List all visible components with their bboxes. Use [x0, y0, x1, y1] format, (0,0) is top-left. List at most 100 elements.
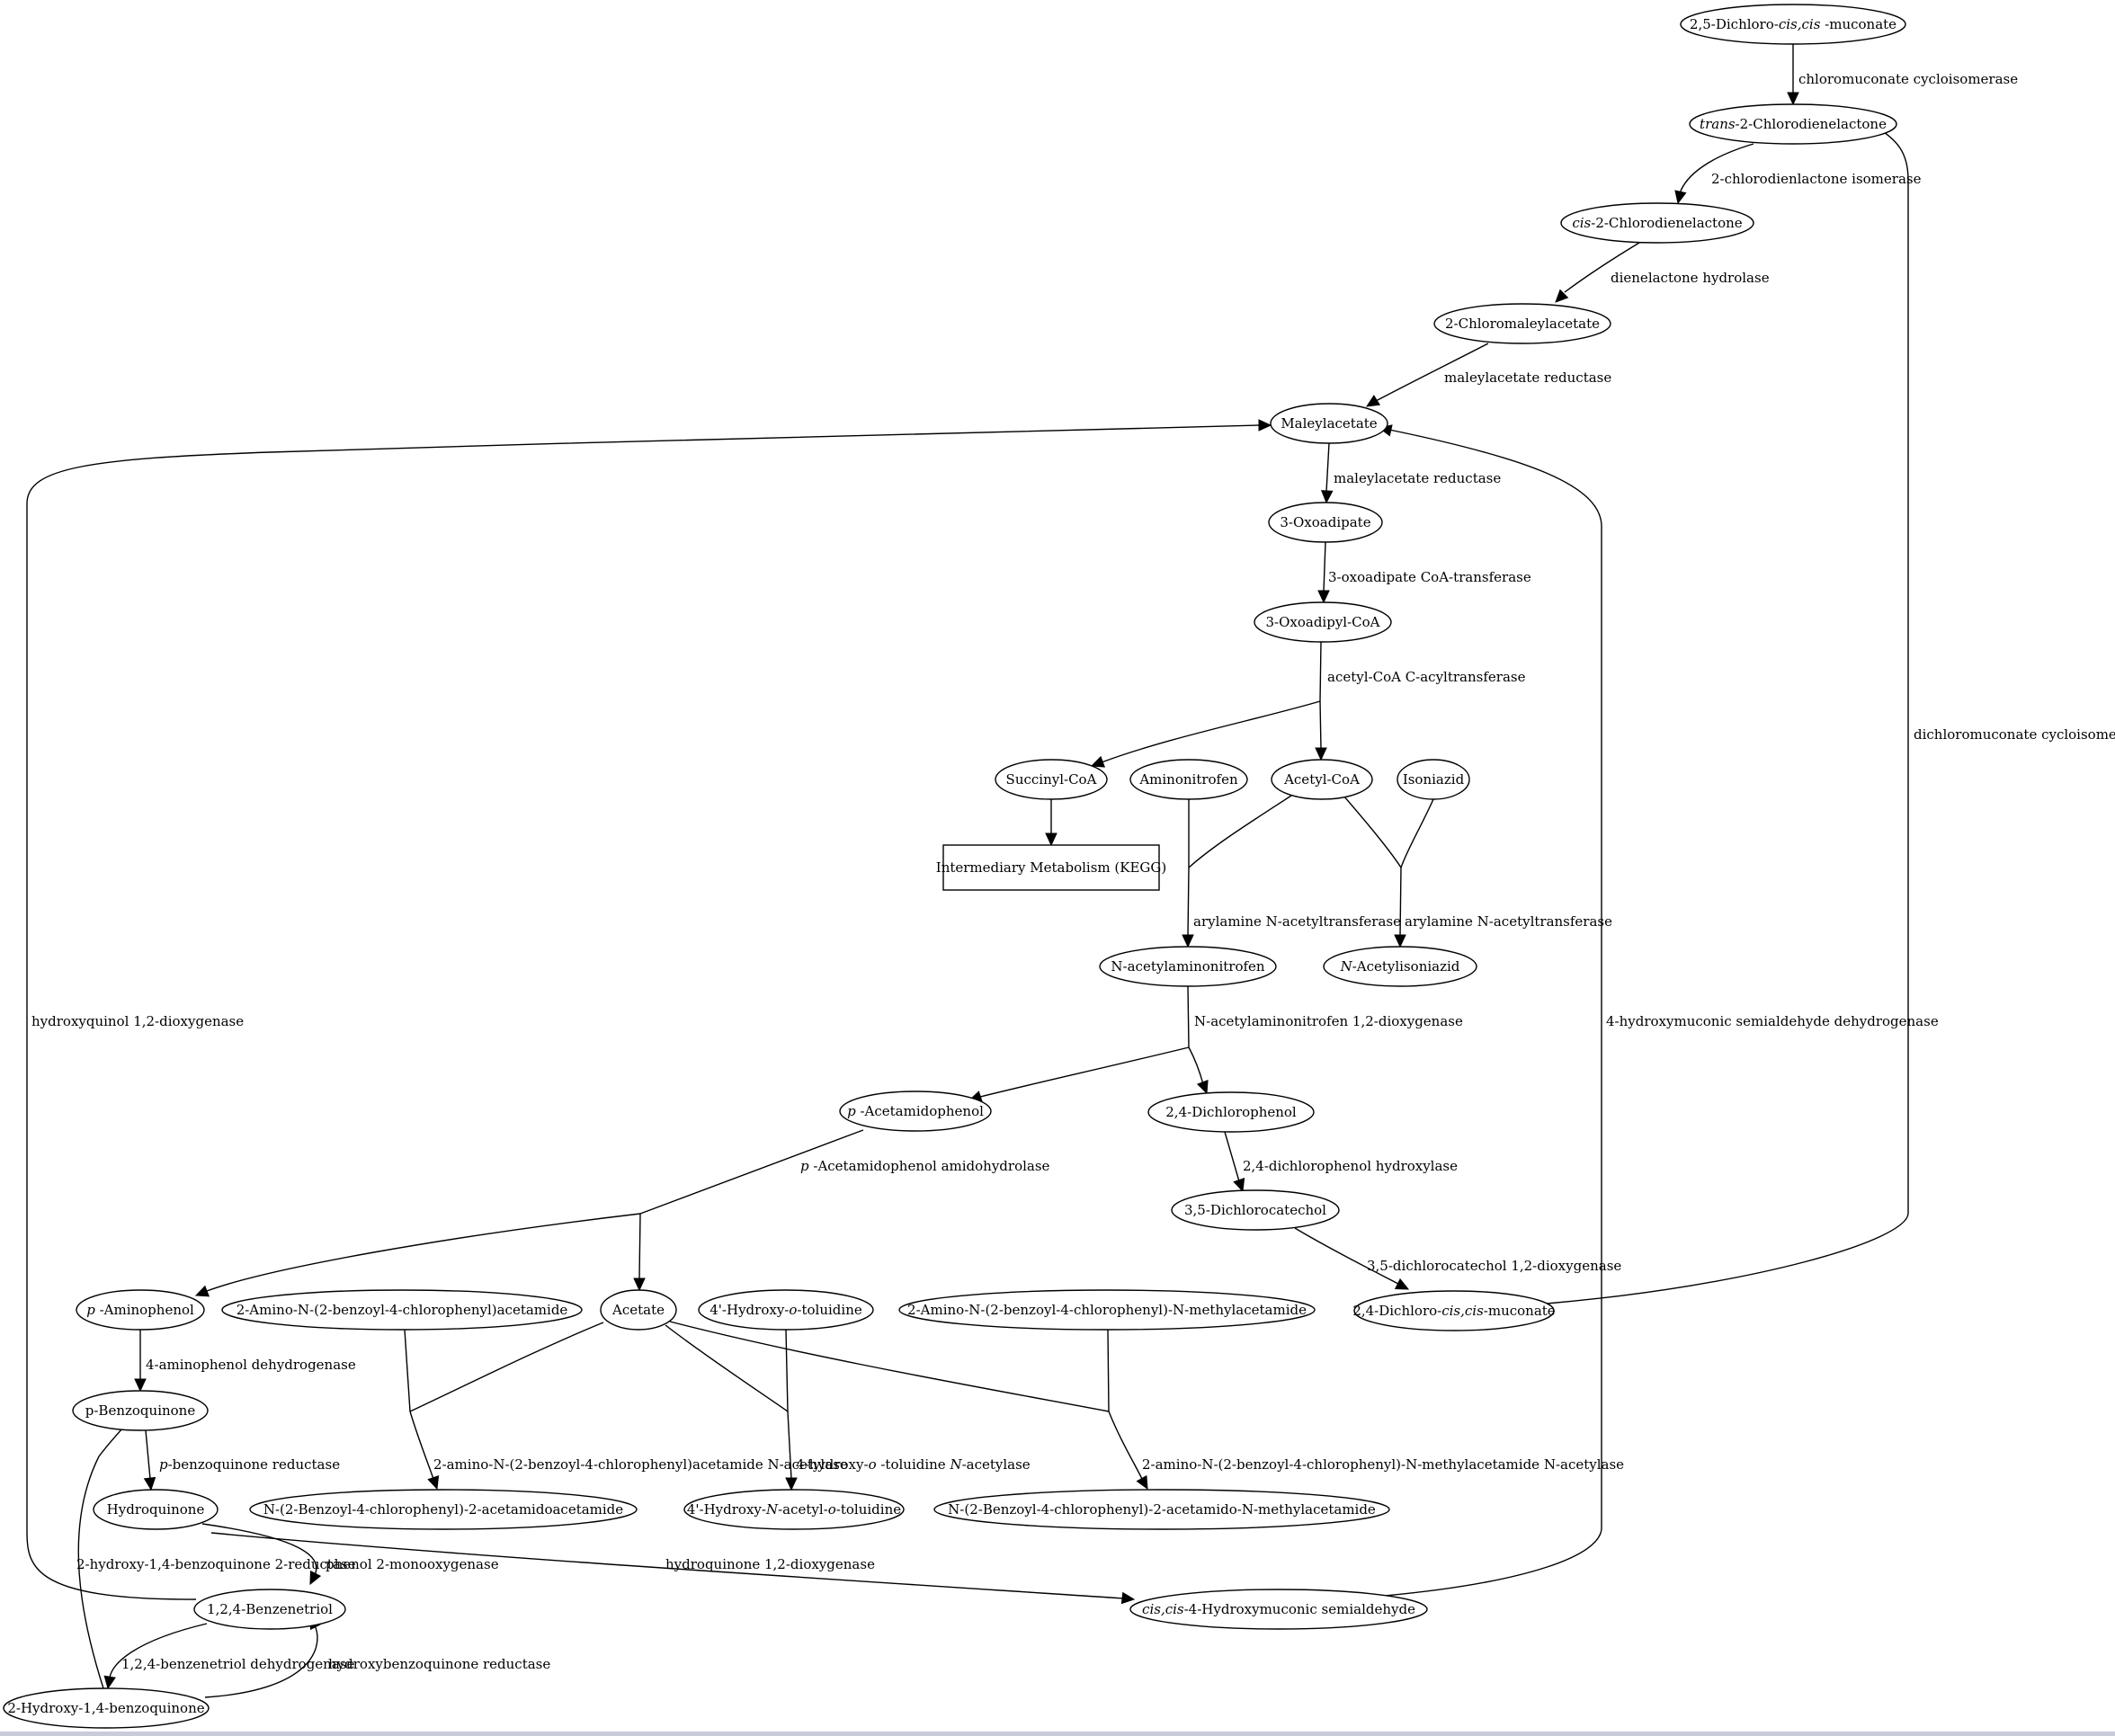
node-ellipse [1680, 4, 1906, 45]
edge-27 [145, 1429, 151, 1480]
node-label-text-part: Intermediary Metabolism (KEGG) [936, 859, 1166, 876]
node-n-acetylaminonitrofen[interactable]: N-acetylaminonitrofen [1099, 946, 1277, 987]
node-p-acetamidophenol[interactable]: p -Acetamidophenol [839, 1091, 992, 1132]
node-label: Hydroquinone [107, 1501, 205, 1518]
enzyme-label-dichloromuconate-cycloisomerase: dichloromuconate cycloisomerase [1914, 726, 2115, 743]
node-benzenetriol[interactable]: 1,2,4-Benzenetriol [193, 1589, 346, 1630]
enzyme-label-amino-benzoyl-methylacetamide-nat: 2-amino-N-(2-benzoyl-4-chlorophenyl)-N-m… [1142, 1456, 1624, 1473]
enzyme-label-p-benzoquinone-reductase: p-benzoquinone reductase [159, 1456, 340, 1473]
edge-19 [1188, 1046, 1204, 1085]
node-chloromaleylacetate[interactable]: 2-Chloromaleylacetate [1433, 303, 1611, 344]
node-ellipse [1270, 403, 1388, 444]
node-ellipse [76, 1289, 205, 1331]
enzyme-label-text-part: maleylacetate reductase [1444, 369, 1611, 386]
node-ellipse [839, 1091, 992, 1132]
node-label: cis,cis-4-Hydroxymuconic semialdehyde [1142, 1601, 1415, 1617]
arrowhead-icon [427, 1475, 440, 1491]
node-label: 2,5-Dichloro-cis,cis -muconate [1690, 16, 1896, 32]
node-n-acetylisoniazid[interactable]: N-Acetylisoniazid [1323, 946, 1477, 987]
edge-12 [1188, 795, 1292, 868]
node-maleylacetate[interactable]: Maleylacetate [1270, 403, 1388, 444]
node-benzoyl-acetamidoacetamide[interactable]: N-(2-Benzoyl-4-chlorophenyl)-2-acetamido… [249, 1489, 638, 1530]
arrowhead-icon [785, 1477, 798, 1491]
node-label: Aminonitrofen [1138, 771, 1238, 788]
node-label-text-part: -Acetylisoniazid [1352, 958, 1460, 975]
edge-20 [1224, 1131, 1240, 1182]
arrowhead-icon [1317, 590, 1330, 604]
node-label-text-part: 4'-Hydroxy- [687, 1501, 766, 1518]
node-ellipse [249, 1489, 638, 1530]
arrowhead-icon [1365, 395, 1381, 407]
node-label-text-part: p [86, 1302, 95, 1318]
node-hydroxy-benzoquinone[interactable]: 2-Hydroxy-1,4-benzoquinone [3, 1687, 210, 1729]
enzyme-label-oxoadipate-coa-transferase: 3-oxoadipate CoA-transferase [1328, 569, 1531, 585]
enzyme-label-text-part: 4-hydroxy- [796, 1456, 869, 1473]
node-label-text-part: Acetyl-CoA [1283, 771, 1360, 788]
node-label-text-part: trans [1700, 116, 1736, 132]
node-isoniazid[interactable]: Isoniazid [1397, 759, 1470, 800]
node-acetyl-coa[interactable]: Acetyl-CoA [1271, 759, 1373, 800]
node-succinyl-coa[interactable]: Succinyl-CoA [995, 759, 1108, 800]
node-benzoyl-acetamido-methylacetamide[interactable]: N-(2-Benzoyl-4-chlorophenyl)-2-acetamido… [933, 1489, 1390, 1530]
enzyme-label-arylamine-nat-1: arylamine N-acetyltransferase [1193, 913, 1401, 930]
node-hydroxy-acetyl-toluidine[interactable]: 4'-Hydroxy-N-acetyl-o-toluidine [683, 1489, 905, 1530]
node-dichloro-24-muconate[interactable]: 2,4-Dichloro-cis,cis-muconate [1352, 1290, 1556, 1331]
enzyme-label-text-part: 2-amino-N-(2-benzoyl-4-chlorophenyl)acet… [433, 1456, 848, 1473]
node-p-benzoquinone[interactable]: p-Benzoquinone [72, 1390, 209, 1431]
node-hydroquinone[interactable]: Hydroquinone [93, 1489, 219, 1530]
node-amino-benzoyl-methylacetamide[interactable]: 2-Amino-N-(2-benzoyl-4-chlorophenyl)-N-m… [898, 1289, 1316, 1331]
node-dichlorophenol-24[interactable]: 2,4-Dichlorophenol [1147, 1091, 1315, 1133]
enzyme-label-text-part: hydroxybenzoquinone reductase [328, 1656, 550, 1672]
enzyme-label-maleylacetate-reductase-1: maleylacetate reductase [1444, 369, 1611, 386]
node-label: 2,4-Dichloro-cis,cis-muconate [1352, 1303, 1555, 1319]
node-trans-chlorodienelactone[interactable]: trans-2-Chlorodienelactone [1689, 103, 1897, 145]
node-label: Isoniazid [1403, 771, 1465, 788]
node-p-aminophenol[interactable]: p -Aminophenol [76, 1289, 205, 1331]
node-intermediary-metabolism[interactable]: Intermediary Metabolism (KEGG) [936, 844, 1166, 891]
enzyme-label-text-part: N-acetylaminonitrofen 1,2-dioxygenase [1194, 1013, 1463, 1029]
enzyme-label-dichlorocatechol-dioxygenase: 3,5-dichlorocatechol 1,2-dioxygenase [1367, 1258, 1621, 1274]
enzyme-label-text-part: hydroxyquinol 1,2-dioxygenase [31, 1013, 244, 1029]
arrowhead-icon [1045, 832, 1058, 847]
node-label-text-part: -4-Hydroxymuconic semialdehyde [1184, 1601, 1415, 1617]
node-dichlorocatechol-35[interactable]: 3,5-Dichlorocatechol [1171, 1189, 1340, 1231]
node-oxoadipyl-coa[interactable]: 3-Oxoadipyl-CoA [1254, 601, 1392, 643]
node-cis-chlorodienelactone[interactable]: cis-2-Chlorodienelactone [1560, 202, 1754, 244]
enzyme-label-text-part: arylamine N-acetyltransferase [1405, 913, 1612, 930]
node-label: 4'-Hydroxy-o-toluidine [709, 1302, 862, 1318]
node-aminonitrofen[interactable]: Aminonitrofen [1129, 759, 1248, 800]
enzyme-label-phenol-monooxygenase: phenol 2-monooxygenase [326, 1556, 499, 1572]
enzyme-label-text-part: acetyl-CoA C-acyltransferase [1327, 669, 1526, 685]
node-label-text-part: cis [1572, 215, 1591, 231]
arrowhead-icon [1394, 1278, 1410, 1290]
node-ellipse [683, 1489, 905, 1530]
enzyme-label-text-part: 2-chlorodienlactone isomerase [1711, 171, 1922, 187]
enzyme-label-acetyl-coa-acyltransferase: acetyl-CoA C-acyltransferase [1327, 669, 1526, 685]
node-label: 2-Amino-N-(2-benzoyl-4-chlorophenyl)acet… [236, 1302, 568, 1318]
node-label: 2,4-Dichlorophenol [1165, 1104, 1297, 1120]
node-ellipse [995, 759, 1108, 800]
node-acetate[interactable]: Acetate [600, 1289, 677, 1331]
edges-layer [26, 44, 1909, 1698]
enzyme-label-aminophenol-dehydrogenase: 4-aminophenol dehydrogenase [146, 1357, 356, 1373]
node-label: Acetate [611, 1302, 665, 1318]
enzyme-label-text-part: 4-hydroxymuconic semialdehyde dehydrogen… [1606, 1013, 1939, 1029]
nodes-layer: 2,5-Dichloro-cis,cis -muconate trans-2-Ch… [3, 4, 1906, 1729]
arrowhead-icon [1787, 92, 1799, 106]
node-ellipse [1353, 1290, 1555, 1331]
node-hydroxymuconic-semialdehyde[interactable]: cis,cis-4-Hydroxymuconic semialdehyde [1129, 1589, 1428, 1630]
node-oxoadipate[interactable]: 3-Oxoadipate [1268, 502, 1383, 543]
node-label-text-part: cis,cis [1441, 1303, 1484, 1319]
node-label: Acetyl-CoA [1283, 771, 1360, 788]
node-hydroxy-toluidine[interactable]: 4'-Hydroxy-o-toluidine [698, 1289, 874, 1331]
node-ellipse [3, 1687, 210, 1729]
enzyme-label-chlorodienlactone-isomerase: 2-chlorodienlactone isomerase [1711, 171, 1922, 187]
enzyme-label-hydroxyquinol-dioxygenase: hydroxyquinol 1,2-dioxygenase [31, 1013, 244, 1029]
node-label-text-part: N [1340, 958, 1353, 975]
node-dichloro-25-muconate[interactable]: 2,5-Dichloro-cis,cis -muconate [1680, 4, 1906, 45]
enzyme-label-hydroxybenzoquinone-reductase: hydroxybenzoquinone reductase [328, 1656, 550, 1672]
edge-42 [109, 1623, 208, 1678]
node-label-text-part: 2-Hydroxy-1,4-benzoquinone [7, 1700, 204, 1716]
node-amino-benzoyl-acetamide[interactable]: 2-Amino-N-(2-benzoyl-4-chlorophenyl)acet… [221, 1289, 583, 1331]
